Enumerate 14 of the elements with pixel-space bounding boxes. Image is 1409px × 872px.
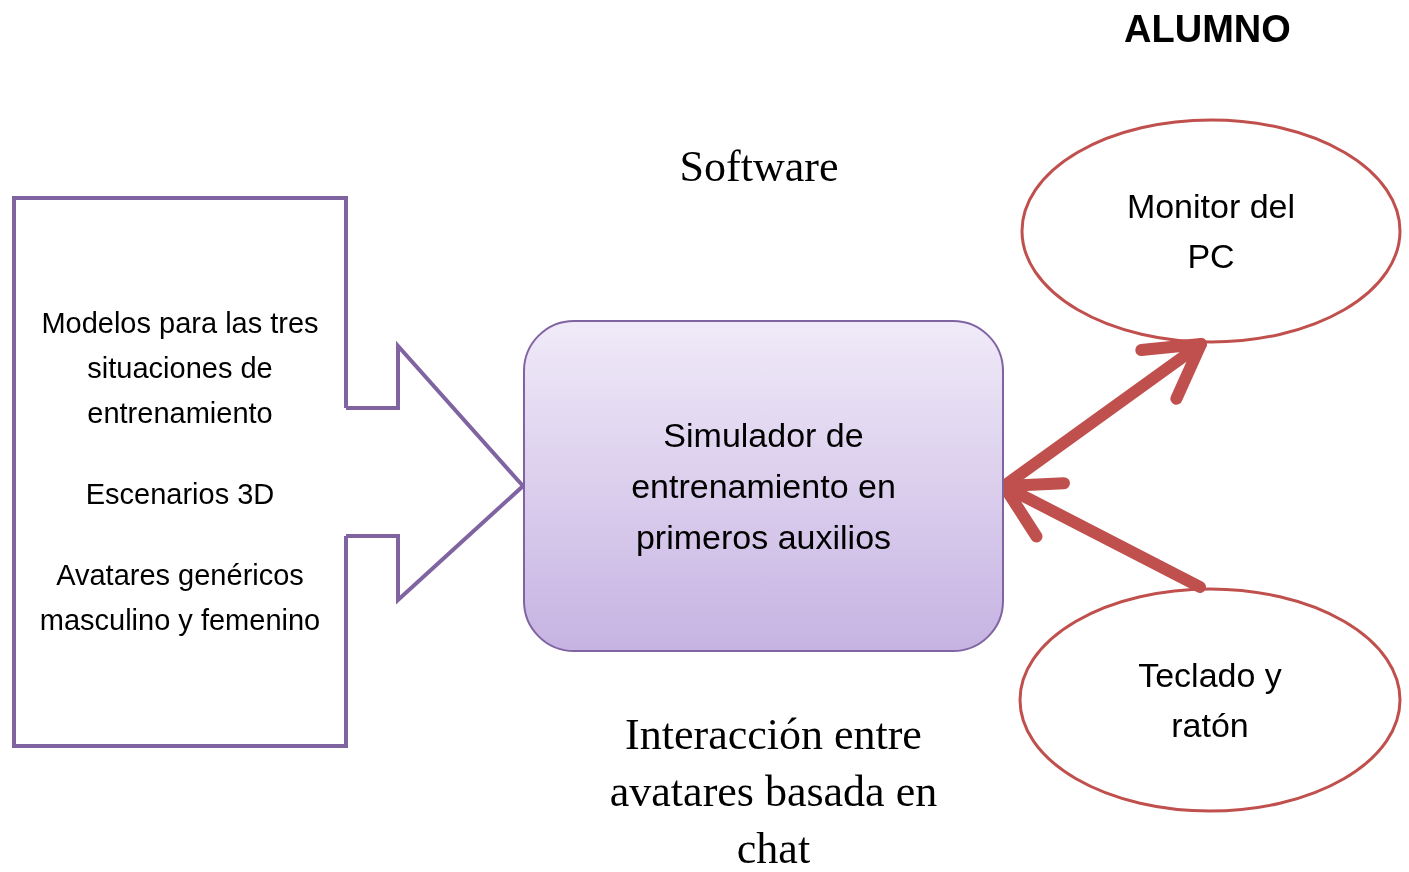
callout-box: [14, 198, 346, 746]
device-ellipse: [1018, 587, 1402, 813]
process-box: [523, 320, 1004, 652]
node-text: Avatares genéricos masculino y femenino: [38, 558, 322, 638]
node-text: Simulador de entrenamiento en primeros auxilios: [630, 414, 897, 558]
annotation-text: Interacción entre avatares basada en chat: [608, 709, 939, 872]
node-text: Escenarios 3D: [85, 477, 275, 512]
annotation-text: Software: [678, 141, 840, 193]
block-arrow: [344, 340, 526, 605]
node-text: Modelos para las tres situaciones de entrenamiento: [40, 306, 320, 431]
device-ellipse: [1020, 118, 1402, 344]
heading-label: ALUMNO: [1123, 8, 1292, 51]
node-text: Monitor del PC: [1125, 186, 1297, 277]
node-text: Teclado y ratón: [1137, 655, 1283, 746]
